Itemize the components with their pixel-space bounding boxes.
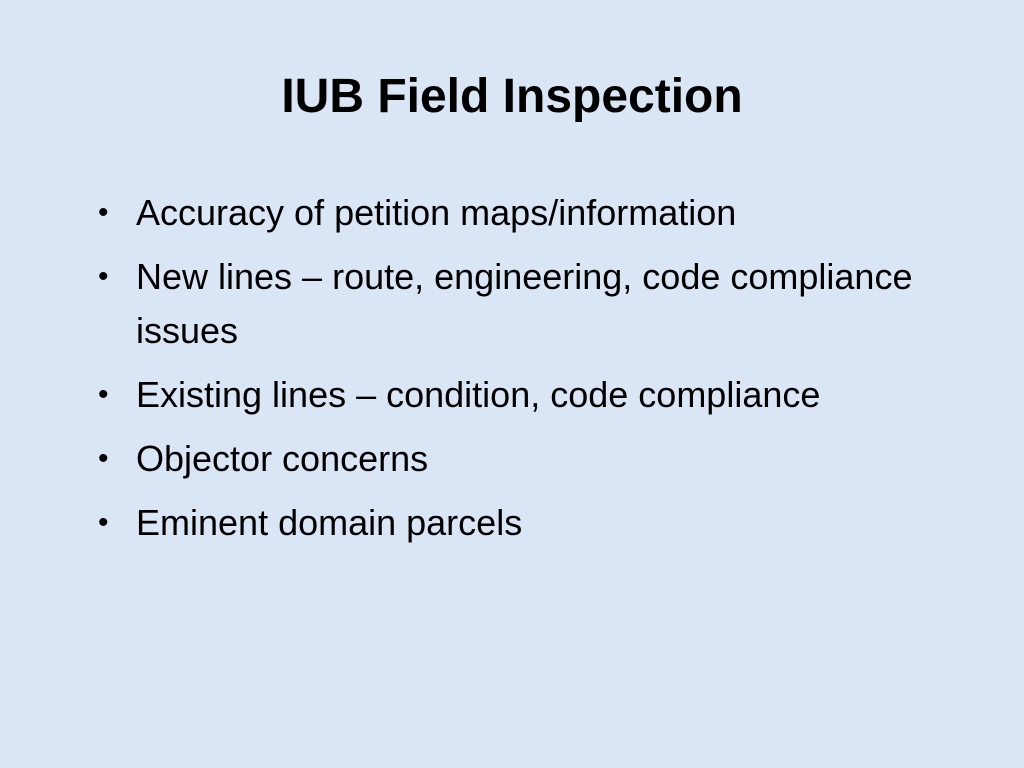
bullet-point-icon: • <box>98 506 109 539</box>
bullet-point-icon: • <box>98 442 109 475</box>
bullet-text: Existing lines – condition, code complia… <box>136 374 821 415</box>
bullet-point-icon: • <box>98 196 109 229</box>
bullet-text: Eminent domain parcels <box>136 502 523 543</box>
bullet-text: Accuracy of petition maps/information <box>136 192 737 233</box>
bullet-point-icon: • <box>98 378 109 411</box>
bullet-text: Objector concerns <box>136 438 429 479</box>
bullet-point-icon: • <box>98 260 109 293</box>
bullet-item: • Eminent domain parcels <box>96 496 976 550</box>
bullet-item: • Accuracy of petition maps/information <box>96 186 976 240</box>
slide-title: IUB Field Inspection <box>281 70 743 123</box>
bullet-list: • Accuracy of petition maps/information … <box>96 186 976 560</box>
bullet-text: New lines – route, engineering, code com… <box>136 256 913 351</box>
bullet-item: • Objector concerns <box>96 432 976 486</box>
bullet-item: • Existing lines – condition, code compl… <box>96 368 976 422</box>
bullet-item: • New lines – route, engineering, code c… <box>96 250 976 358</box>
